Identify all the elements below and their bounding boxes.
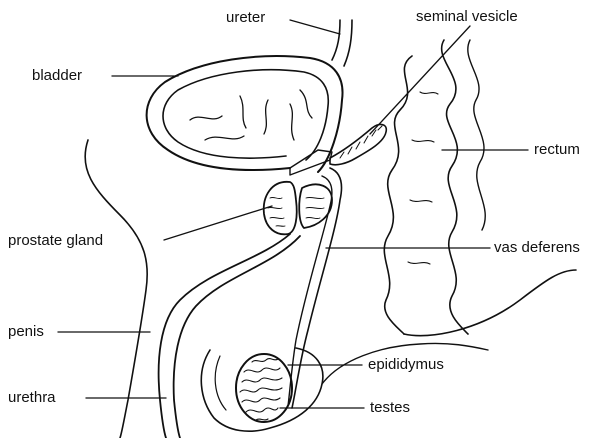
label-penis: penis (8, 323, 44, 341)
prostate-lobe-right (299, 184, 332, 228)
bladder-folds (190, 90, 312, 140)
testes-texture (240, 359, 282, 420)
scrotum-inner (215, 356, 226, 410)
label-vas-deferens: vas deferens (494, 239, 580, 257)
rectum-outer-left (384, 56, 412, 334)
ureter-right (344, 20, 352, 66)
body-outline-front (85, 140, 147, 438)
label-bladder: bladder (32, 67, 82, 85)
label-rectum: rectum (534, 141, 580, 159)
bladder-inner (163, 70, 328, 160)
label-seminal-vesicle: seminal vesicle (416, 8, 518, 26)
vas-deferens-path-2 (288, 176, 332, 406)
seminal-texture (340, 126, 382, 158)
rectum-folds (408, 92, 438, 264)
ureter-left (332, 20, 340, 60)
label-epididymus: epididymus (368, 356, 444, 374)
rectum-right-wall (468, 40, 485, 230)
label-prostate-gland: prostate gland (8, 232, 103, 250)
label-testes: testes (370, 399, 410, 417)
rectum-outer-right (442, 40, 468, 334)
body-outline-back (404, 270, 576, 336)
label-ureter: ureter (226, 9, 265, 27)
bladder-outer (147, 56, 343, 172)
leader-prostate (164, 206, 272, 240)
leader-ureter (290, 20, 340, 34)
scrotum-outline (201, 348, 323, 431)
label-urethra: urethra (8, 389, 56, 407)
